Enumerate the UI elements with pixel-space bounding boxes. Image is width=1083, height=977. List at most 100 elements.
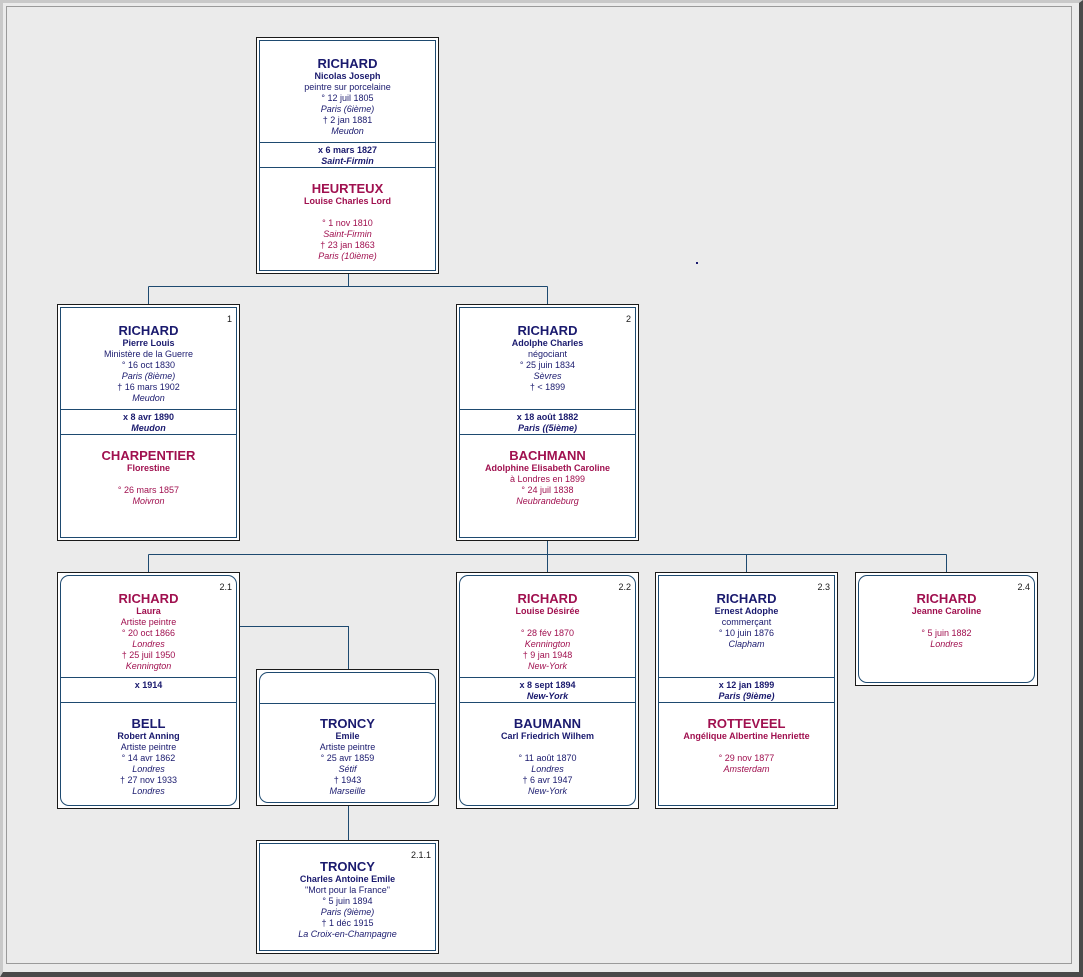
person-block: RICHARD Pierre Louis Ministère de la Gue… [61,323,236,404]
surname: BELL [131,716,166,731]
surname: TRONCY [320,716,375,731]
birth-place: Moivron [132,496,165,506]
marriage-block: x 1914 [61,677,236,703]
marriage-place: Paris (9ième) [718,691,775,701]
given-names: Pierre Louis [122,338,175,348]
child-card-2[interactable]: 2 RICHARD Adolphe Charles négociant ° 25… [456,304,639,541]
birth-place: Sétif [338,764,357,774]
birth-place: Paris (9ième) [320,907,375,917]
marriage-date: x 6 mars 1827 [317,145,378,155]
occupation: Ministère de la Guerre [103,349,194,359]
given-names: Louise Désirée [515,606,580,616]
occupation: négociant [527,349,568,359]
marriage-block: x 18 août 1882 Paris ((5ième) [460,409,635,435]
marriage-place: Paris ((5ième) [517,423,578,433]
surname: RICHARD [317,56,378,71]
wife-block: HEURTEUX Louise Charles Lord ° 1 nov 181… [260,181,435,262]
birth-place: Paris (6ième) [320,104,375,114]
birth-place: Londres [132,639,165,649]
birth-date: ° 29 nov 1877 [718,753,775,763]
marriage-place: Meudon [131,423,166,433]
birth-place: Clapham [728,639,765,649]
surname: HEURTEUX [311,181,384,196]
given-names: Laura [136,606,161,616]
root-couple-card[interactable]: RICHARD Nicolas Joseph peintre sur porce… [256,37,439,274]
birth-date: ° 5 juin 1894 [322,896,373,906]
surname: RICHARD [517,591,578,606]
person-block: RICHARD Ernest Adophe commerçant ° 10 ju… [659,591,834,650]
card-number: 2 [625,314,631,324]
death-place: La Croix-en-Champagne [298,929,397,939]
occupation: "Mort pour la France" [305,885,390,895]
child-card-2-4[interactable]: 2.4 RICHARD Jeanne Caroline ° 5 juin 188… [855,572,1038,686]
card-number: 2.4 [1017,582,1030,592]
birth-place: Saint-Firmin [323,229,372,239]
death-place: New-York [527,661,567,671]
birth-date: ° 25 juin 1834 [519,360,576,370]
child-card-2-1-1[interactable]: 2.1.1 TRONCY Charles Antoine Emile "Mort… [256,840,439,954]
spouse-block: ROTTEVEEL Angélique Albertine Henriette … [659,716,834,775]
child-card-2-2[interactable]: 2.2 RICHARD Louise Désirée ° 28 fév 1870… [456,572,639,809]
partner-card-troncy[interactable]: TRONCY Emile Artiste peintre ° 25 avr 18… [256,669,439,806]
person-block: RICHARD Laura Artiste peintre ° 20 oct 1… [61,591,236,672]
surname: CHARPENTIER [101,448,196,463]
card-number: 1 [226,314,232,324]
child-card-2-1[interactable]: 2.1 RICHARD Laura Artiste peintre ° 20 o… [57,572,240,809]
occupation: peintre sur porcelaine [304,82,391,92]
given-names: Adolphine Elisabeth Caroline [484,463,610,473]
death-date: † 25 juil 1950 [121,650,176,660]
card-number: 2.1 [219,582,232,592]
birth-place: Paris (8ième) [121,371,176,381]
spouse-block: CHARPENTIER Florestine ° 26 mars 1857 Mo… [61,448,236,507]
child-card-1[interactable]: 1 RICHARD Pierre Louis Ministère de la G… [57,304,240,541]
occupation: Artiste peintre [120,617,177,627]
given-names: Jeanne Caroline [911,606,982,616]
marriage-place: New-York [526,691,569,701]
given-names: Adolphe Charles [511,338,584,348]
death-date: † 1 déc 1915 [321,918,374,928]
card-number: 2.2 [618,582,631,592]
occupation: Artiste peintre [120,742,177,752]
person-block: RICHARD Adolphe Charles négociant ° 25 j… [460,323,635,393]
card-number: 2.3 [817,582,830,592]
birth-date: ° 26 mars 1857 [117,485,180,495]
death-date: † 16 mars 1902 [117,382,180,392]
marriage-date: x 12 jan 1899 [718,680,775,690]
birth-date: ° 25 avr 1859 [320,753,375,763]
given-names: Nicolas Joseph [314,71,381,81]
husband-block: RICHARD Nicolas Joseph peintre sur porce… [260,56,435,137]
surname: RICHARD [517,323,578,338]
occupation: Artiste peintre [319,742,376,752]
surname: TRONCY [320,859,375,874]
given-names: Robert Anning [117,731,180,741]
surname: RICHARD [118,591,179,606]
birth-date: ° 11 août 1870 [518,753,577,763]
death-place: Paris (10ième) [318,251,377,261]
surname: BACHMANN [509,448,586,463]
child-card-2-3[interactable]: 2.3 RICHARD Ernest Adophe commerçant ° 1… [655,572,838,809]
birth-date: ° 10 juin 1876 [718,628,775,638]
top-strip [260,673,435,704]
death-date: † 6 avr 1947 [522,775,573,785]
surname: ROTTEVEEL [707,716,786,731]
marriage-date: x 18 août 1882 [516,412,579,422]
given-names: Emile [335,731,360,741]
birth-place: Amsterdam [723,764,770,774]
card-number: 2.1.1 [410,850,431,860]
given-names: Louise Charles Lord [303,196,392,206]
birth-date: ° 5 juin 1882 [921,628,972,638]
marriage-block: x 8 avr 1890 Meudon [61,409,236,435]
note: à Londres en 1899 [509,474,586,484]
marriage-place: Saint-Firmin [321,156,374,166]
given-names: Florestine [126,463,170,473]
death-date: † < 1899 [529,382,566,392]
marriage-date: x 8 sept 1894 [519,680,576,690]
death-place: Kennington [125,661,172,671]
surname: BAUMANN [513,716,582,731]
death-date: † 2 jan 1881 [322,115,373,125]
given-names: Charles Antoine Emile [299,874,396,884]
birth-place: Londres [531,764,564,774]
person-block: RICHARD Jeanne Caroline ° 5 juin 1882 Lo… [859,591,1034,650]
death-place: Meudon [132,393,165,403]
birth-place: Neubrandeburg [516,496,579,506]
